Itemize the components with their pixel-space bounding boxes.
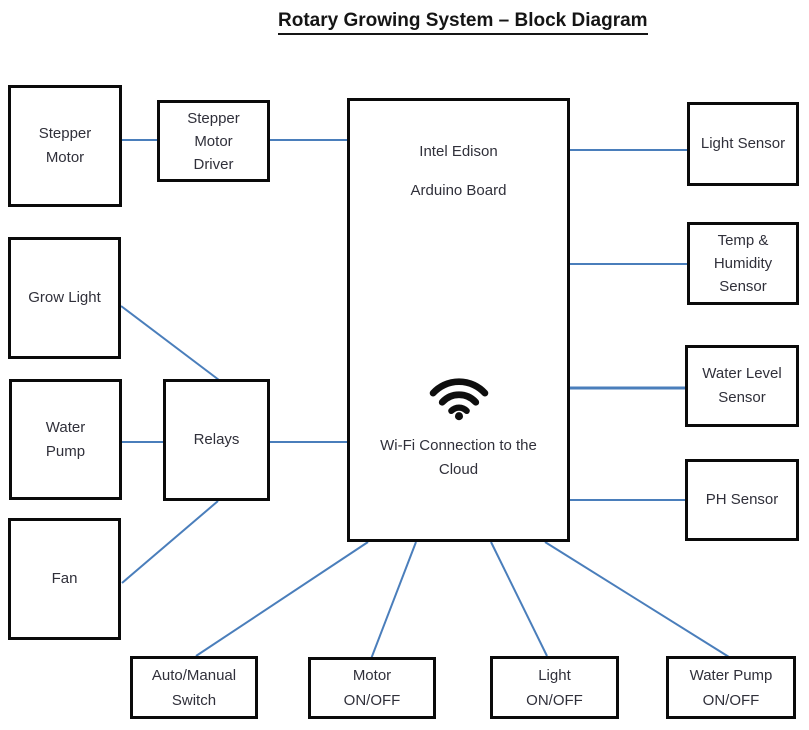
block-motor-onoff: Motor ON/OFF bbox=[308, 657, 436, 719]
block-label: Fan bbox=[51, 570, 78, 587]
block-label: Water Pump ON/OFF bbox=[689, 666, 773, 709]
block-label: Temp & Humidity Sensor bbox=[713, 232, 773, 295]
block-label: Water Pump bbox=[45, 418, 86, 460]
block-label: Auto/Manual Switch bbox=[151, 666, 237, 709]
block-label: Water Level Sensor bbox=[702, 365, 782, 406]
block-light-onoff: Light ON/OFF bbox=[490, 656, 619, 719]
block-relays: Relays bbox=[163, 379, 270, 501]
block-intel-edison-arduino-board: Intel Edison Arduino Board Wi-Fi Connect… bbox=[347, 98, 570, 542]
connector-fan-to-relays bbox=[121, 500, 219, 584]
block-water-level-sensor: Water Level Sensor bbox=[685, 345, 799, 427]
block-label: Stepper Motor bbox=[38, 125, 92, 166]
block-ph-sensor: PH Sensor bbox=[685, 459, 799, 541]
connector-grow-light-to-relays bbox=[120, 305, 220, 381]
block-water-pump-onoff: Water Pump ON/OFF bbox=[666, 656, 796, 719]
central-content: Intel Edison Arduino Board Wi-Fi Connect… bbox=[350, 101, 567, 539]
wifi-icon-wrap bbox=[350, 373, 567, 429]
block-label: Relays bbox=[193, 431, 240, 448]
block-label: Stepper Motor Driver bbox=[187, 109, 240, 173]
block-stepper-motor: Stepper Motor bbox=[8, 85, 122, 207]
block-light-sensor: Light Sensor bbox=[687, 102, 799, 186]
connector-board-to-water-pump-onoff bbox=[544, 541, 730, 658]
block-temp-humidity-sensor: Temp & Humidity Sensor bbox=[687, 222, 799, 305]
block-auto-manual-switch: Auto/Manual Switch bbox=[130, 656, 258, 719]
block-water-pump: Water Pump bbox=[9, 379, 122, 500]
connector-board-to-motor-onoff bbox=[370, 541, 417, 660]
block-label: Light Sensor bbox=[700, 135, 786, 152]
connector-board-to-light-onoff bbox=[490, 541, 548, 657]
board-subname: Arduino Board bbox=[410, 182, 507, 199]
block-label: Grow Light bbox=[28, 289, 101, 306]
block-stepper-motor-driver: Stepper Motor Driver bbox=[157, 100, 270, 182]
block-label: Light ON/OFF bbox=[526, 666, 583, 709]
block-label: PH Sensor bbox=[705, 491, 779, 508]
diagram-title: Rotary Growing System – Block Diagram bbox=[278, 10, 648, 35]
board-name: Intel Edison bbox=[419, 143, 498, 160]
wifi-caption: Wi-Fi Connection to the Cloud bbox=[380, 437, 537, 478]
block-label: Motor ON/OFF bbox=[343, 667, 401, 709]
block-fan: Fan bbox=[8, 518, 121, 640]
block-grow-light: Grow Light bbox=[8, 237, 121, 359]
connector-board-to-auto-manual bbox=[195, 541, 369, 657]
wifi-icon bbox=[429, 378, 488, 421]
